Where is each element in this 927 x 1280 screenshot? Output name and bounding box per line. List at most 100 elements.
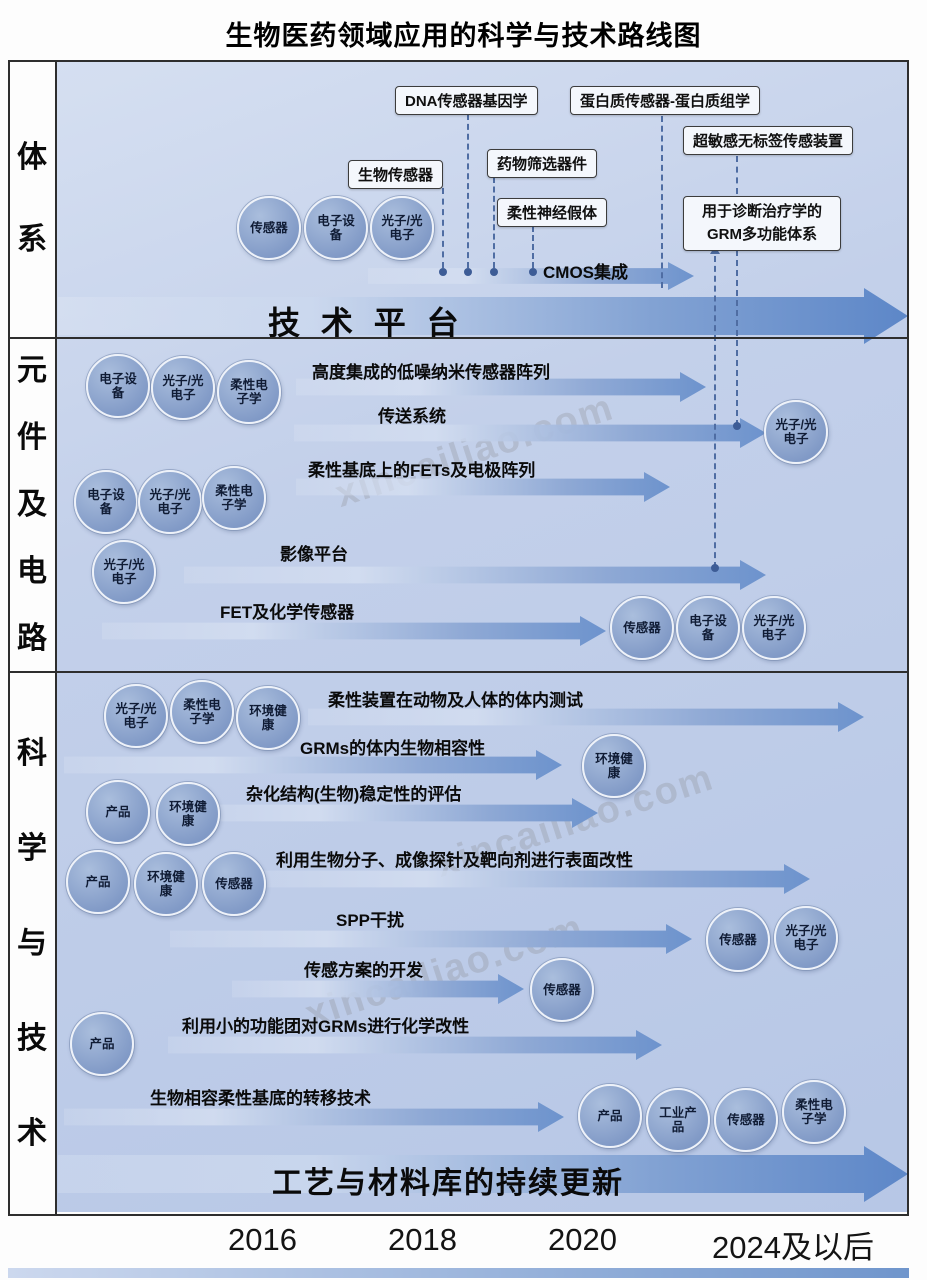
dashed-line-grm [714,256,716,568]
circle-photonics: 光子/光电子 [138,470,202,534]
circle-flexible: 柔性电子学 [782,1080,846,1144]
dashed-line-ultrasensitive [736,156,738,194]
arrow-label-spp: SPP干扰 [336,911,405,930]
arrow-label-biocompat: GRMs的体内生物相容性 [300,739,486,758]
arrow-label-transfer: 生物相容柔性基底的转移技术 [150,1089,371,1108]
circle-photonics: 光子/光电子 [764,400,828,464]
circle-electronics: 电子设备 [86,354,150,418]
circle-photonics: 光子/光电子 [370,196,434,260]
circle-environment: 环境健康 [582,734,646,798]
connector-dot [529,268,537,276]
callout-biosensor: 生物传感器 [348,160,444,189]
arrow-label-fet-chem: FET及化学传感器 [220,603,355,622]
circle-label: 工业产品 [659,1105,697,1134]
circle-label: 光子/光电子 [162,373,204,402]
circle-flexible: 柔性电子学 [170,680,234,744]
dashed-line-drug [493,177,495,268]
circle-label: 传感器 [719,932,757,947]
dashed-line-protein [661,116,663,288]
circle-label: 光子/光电子 [381,213,423,242]
circle-label: 产品 [89,1036,115,1051]
arrow-label-nano-array: 高度集成的低噪纳米传感器阵列 [312,363,550,382]
connector-dot [711,564,719,572]
circle-label: 柔性电子学 [230,377,268,406]
arrow-label-delivery: 传送系统 [378,407,446,426]
circle-photonics: 光子/光电子 [104,684,168,748]
section-label-system: 体系 [9,62,55,336]
circle-label: 环境健康 [249,703,287,732]
platform-arrow [58,288,908,344]
circle-label: 传感器 [543,982,581,997]
circle-label: 光子/光电子 [115,701,157,730]
circle-label: 光子/光电子 [103,557,145,586]
circle-electronics: 电子设备 [676,596,740,660]
callout-ultrasensitive: 超敏感无标签传感装置 [683,126,854,155]
circle-label: 电子设备 [87,487,125,516]
circle-sensor: 传感器 [237,196,301,260]
timeline-2016: 2016 [228,1222,297,1257]
timeline-2024: 2024及以后 [712,1230,874,1265]
circle-label: 传感器 [215,876,253,891]
bottom-gradient-strip [8,1268,909,1278]
arrow-label-hybrid: 杂化结构(生物)稳定性的评估 [246,785,462,804]
arrow-label-imaging: 影像平台 [280,545,348,564]
arrow-label-surface-mod: 利用生物分子、成像探针及靶向剂进行表面改性 [276,851,633,870]
cmos-label: CMOS集成 [543,263,628,282]
circle-label: 柔性电子学 [795,1097,833,1126]
circle-photonics: 光子/光电子 [742,596,806,660]
circle-photonics: 光子/光电子 [151,356,215,420]
circle-flexible: 柔性电子学 [217,360,281,424]
section-label-text: 科学与技术 [17,736,47,1150]
circle-label: 传感器 [250,220,288,235]
circle-environment: 环境健康 [236,686,300,750]
circle-label: 产品 [85,874,111,889]
circle-industrial: 工业产品 [646,1088,710,1152]
circle-label: 电子设备 [689,613,727,642]
dashed-line-dna [467,114,469,268]
page-title: 生物医药领域应用的科学与技术路线图 [225,21,702,51]
dashed-line-biosensor [442,188,444,268]
section-divider-2 [8,671,909,673]
process-materials-arrow [58,1146,908,1202]
callout-drug-screening: 药物筛选器件 [487,149,598,178]
arrow-label-sensing-dev: 传感方案的开发 [304,961,423,980]
circle-label: 传感器 [623,620,661,635]
circle-product: 产品 [578,1084,642,1148]
circle-environment: 环境健康 [134,852,198,916]
circle-label: 电子设备 [99,371,137,400]
callout-grm: 用于诊断治疗学的GRM多功能体系 [683,196,841,251]
circle-product: 产品 [66,850,130,914]
circle-label: 柔性电子学 [183,697,221,726]
circle-label: 产品 [105,804,131,819]
section-divider-1 [8,337,909,339]
circle-product: 产品 [86,780,150,844]
circle-sensor: 传感器 [202,852,266,916]
circle-photonics: 光子/光电子 [92,540,156,604]
section-label-science: 科学与技术 [9,673,55,1213]
connector-dot [490,268,498,276]
circle-photonics: 光子/光电子 [774,906,838,970]
circle-sensor: 传感器 [610,596,674,660]
circle-label: 光子/光电子 [753,613,795,642]
timeline-2018: 2018 [388,1222,457,1257]
circle-electronics: 电子设备 [74,470,138,534]
dashed-line-neural [532,226,534,268]
circle-label: 光子/光电子 [785,923,827,952]
circle-label: 光子/光电子 [775,417,817,446]
arrow-label-invivo-test: 柔性装置在动物及人体的体内测试 [328,691,583,710]
callout-neural: 柔性神经假体 [497,198,608,227]
circle-label: 环境健康 [147,869,185,898]
circle-flexible: 柔性电子学 [202,466,266,530]
callout-dna: DNA传感器基因学 [395,86,538,115]
circle-label: 柔性电子学 [215,483,253,512]
circle-product: 产品 [70,1012,134,1076]
circle-label: 电子设备 [317,213,355,242]
timeline-2020: 2020 [548,1222,617,1257]
connector-dot [733,422,741,430]
circle-sensor: 传感器 [714,1088,778,1152]
circle-label: 光子/光电子 [149,487,191,516]
circle-label: 产品 [597,1108,623,1123]
section-label-text: 元件及电路 [17,354,47,655]
circle-label: 环境健康 [169,799,207,828]
label-column-divider [55,60,57,1216]
